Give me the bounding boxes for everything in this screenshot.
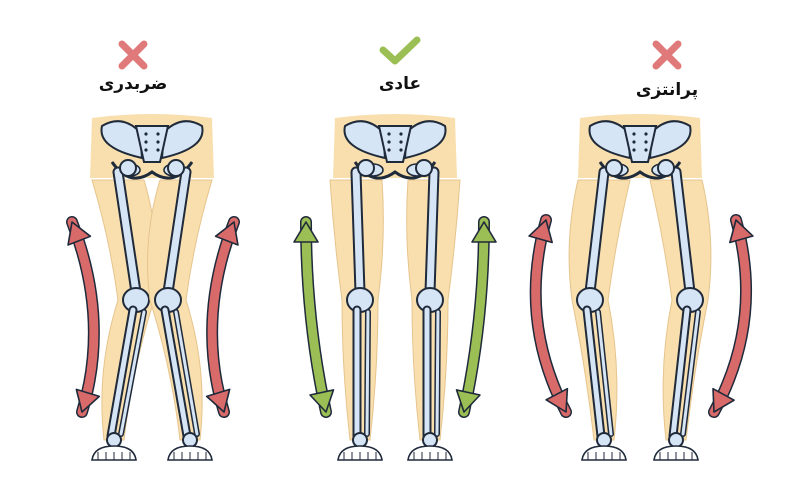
panel-bow-leg: پرانتزی xyxy=(534,0,800,500)
ilium-left xyxy=(100,120,144,160)
panel-label: عادی xyxy=(378,74,422,94)
femur xyxy=(164,168,190,296)
arrow-head xyxy=(712,387,735,413)
femoral-head xyxy=(415,159,433,177)
ilium-right xyxy=(403,120,447,160)
legs-normal xyxy=(293,114,497,461)
ankle-joint xyxy=(422,432,438,448)
arrow-shaft xyxy=(459,217,489,417)
arrow-head xyxy=(205,388,231,413)
panel-label: ضربدری xyxy=(98,74,168,94)
sacrum xyxy=(622,125,658,163)
arrow-shaft xyxy=(207,217,239,417)
femur xyxy=(114,168,140,296)
femur xyxy=(426,168,438,296)
fibula xyxy=(596,310,613,436)
tibia xyxy=(162,307,190,439)
ilium-left xyxy=(588,120,632,160)
femur xyxy=(352,168,364,296)
arrow-head xyxy=(67,221,92,246)
panel-label: پرانتزی xyxy=(635,80,699,100)
legs-knock xyxy=(66,114,240,461)
ankle-joint xyxy=(596,432,612,448)
fibula xyxy=(681,310,700,436)
femur xyxy=(672,168,694,296)
fibula xyxy=(174,310,199,436)
arrow-head xyxy=(545,387,569,413)
arrow-head xyxy=(528,219,553,244)
cross-icon xyxy=(650,38,684,76)
tibia xyxy=(670,307,690,439)
panel-normal: عادی xyxy=(267,0,533,500)
arrow-head xyxy=(455,389,481,413)
arrow-head xyxy=(729,219,754,244)
tibia xyxy=(108,307,136,439)
sacrum xyxy=(377,125,413,163)
ilium-right xyxy=(648,120,692,160)
legs-bow xyxy=(528,114,754,461)
arrow-shaft xyxy=(301,217,331,417)
femoral-head xyxy=(357,159,375,177)
femoral-head xyxy=(605,159,623,177)
leg-skin xyxy=(649,179,712,441)
femur xyxy=(586,168,608,296)
arrow-head xyxy=(214,221,239,246)
femoral-head xyxy=(657,159,675,177)
arrow-head xyxy=(309,389,335,413)
ankle-joint xyxy=(106,432,122,448)
panel-knock-knee: ضربدری xyxy=(0,0,266,500)
arrow-shaft xyxy=(531,215,571,417)
arrow-head xyxy=(75,388,101,413)
femoral-head xyxy=(167,159,185,177)
ilium-right xyxy=(160,120,204,160)
fibula xyxy=(365,310,370,436)
leg-skin xyxy=(147,179,213,441)
femoral-head xyxy=(119,159,137,177)
ankle-joint xyxy=(668,432,684,448)
fibula xyxy=(119,310,146,436)
ankle-joint xyxy=(352,432,368,448)
cross-icon xyxy=(116,38,150,76)
check-icon xyxy=(378,36,422,70)
ankle-joint xyxy=(182,432,198,448)
arrow-head xyxy=(471,221,497,243)
arrow-head xyxy=(293,221,319,243)
tibia xyxy=(584,307,604,439)
sacrum xyxy=(134,125,170,163)
ilium-left xyxy=(343,120,387,160)
arrow-shaft xyxy=(709,215,751,417)
fibula xyxy=(435,310,440,436)
arrow-shaft xyxy=(67,217,99,417)
